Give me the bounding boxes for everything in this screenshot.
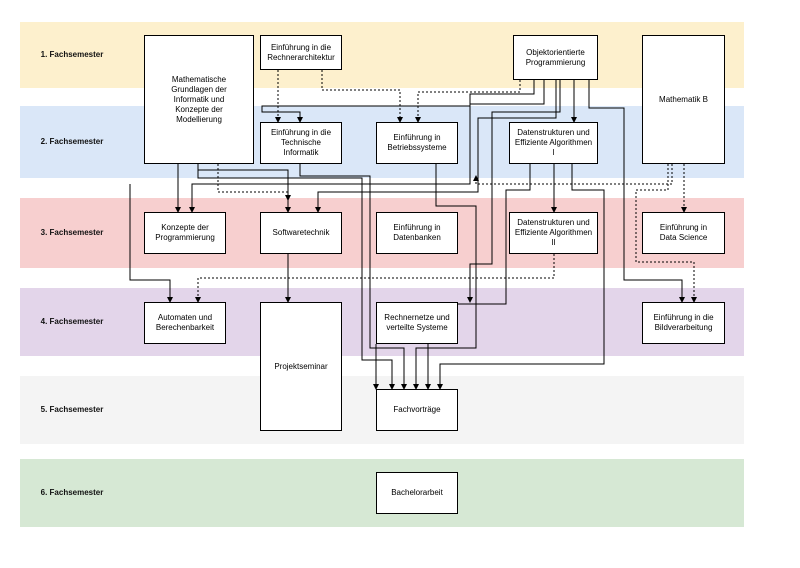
- edge-oop-rechnernetze: [467, 80, 561, 303]
- edge-oop-techinf: [261, 80, 535, 123]
- edge-dsa1-datenbanken: [425, 164, 531, 390]
- edge-oop-konzepte: [189, 80, 545, 213]
- semester-label-5: 5. Fachsemester: [40, 405, 104, 414]
- module-dsa-1[interactable]: Datenstrukturen und Effiziente Algorithm…: [509, 122, 598, 164]
- edge-mgi-fachvortraege: [197, 170, 395, 390]
- module-data-science[interactable]: Einführung in Data Science: [642, 212, 725, 254]
- module-oop[interactable]: Objektorientierte Programmierung: [513, 35, 598, 80]
- module-softwaretechnik[interactable]: Softwaretechnik: [260, 212, 342, 254]
- module-bildverarbeitung[interactable]: Einführung in die Bildverarbeitung: [642, 302, 725, 344]
- edge-mathb-softwaretechnik: [473, 164, 673, 185]
- module-dsa-2[interactable]: Datenstrukturen und Effiziente Algorithm…: [509, 212, 598, 254]
- semester-label-4: 4. Fachsemester: [40, 317, 104, 326]
- module-rechnerarchitektur[interactable]: Einführung in die Rechnerarchitektur: [260, 35, 342, 70]
- edge-mgi-softwaretechnik: [197, 164, 291, 213]
- module-automaten[interactable]: Automaten und Berechenbarkeit: [144, 302, 226, 344]
- edge-mathb-bildverarbeitung: [635, 164, 697, 303]
- edge-dsa1-fachvortraege: [437, 164, 605, 390]
- semester-label-3: 3. Fachsemester: [40, 228, 104, 237]
- semester-label-6: 6. Fachsemester: [40, 488, 104, 497]
- semester-band-1: [20, 22, 744, 88]
- edge-betriebs-fachvortraege: [413, 164, 477, 390]
- semester-label-2: 2. Fachsemester: [40, 137, 104, 146]
- module-mathematik-b[interactable]: Mathematik B: [642, 35, 725, 164]
- module-bachelorarbeit[interactable]: Bachelorarbeit: [376, 472, 458, 514]
- module-mgi[interactable]: Mathematische Grundlagen der Informatik …: [144, 35, 254, 164]
- module-technische-informatik[interactable]: Einführung in die Technische Informatik: [260, 122, 342, 164]
- edge-oop-betriebs: [415, 80, 521, 123]
- edge-techinf-fachvortraege: [299, 164, 407, 390]
- module-datenbanken[interactable]: Einführung in Datenbanken: [376, 212, 458, 254]
- module-projektseminar[interactable]: Projektseminar: [260, 302, 342, 431]
- module-betriebssysteme[interactable]: Einführung in Betriebssysteme: [376, 122, 458, 164]
- module-rechnernetze[interactable]: Rechnernetze und verteilte Systeme: [376, 302, 458, 344]
- edge-mgi-automaten: [129, 184, 173, 303]
- edge-rechnerarch-betriebs: [321, 70, 403, 123]
- edge-mgi-softwaretechnik-dashed: [217, 164, 291, 201]
- edge-dsa2-automaten: [195, 254, 555, 303]
- semester-label-1: 1. Fachsemester: [40, 50, 104, 59]
- module-fachvortraege[interactable]: Fachvorträge: [376, 389, 458, 431]
- module-konzepte-programmierung[interactable]: Konzepte der Programmierung: [144, 212, 226, 254]
- edge-oop-bildverarbeitung: [588, 80, 685, 303]
